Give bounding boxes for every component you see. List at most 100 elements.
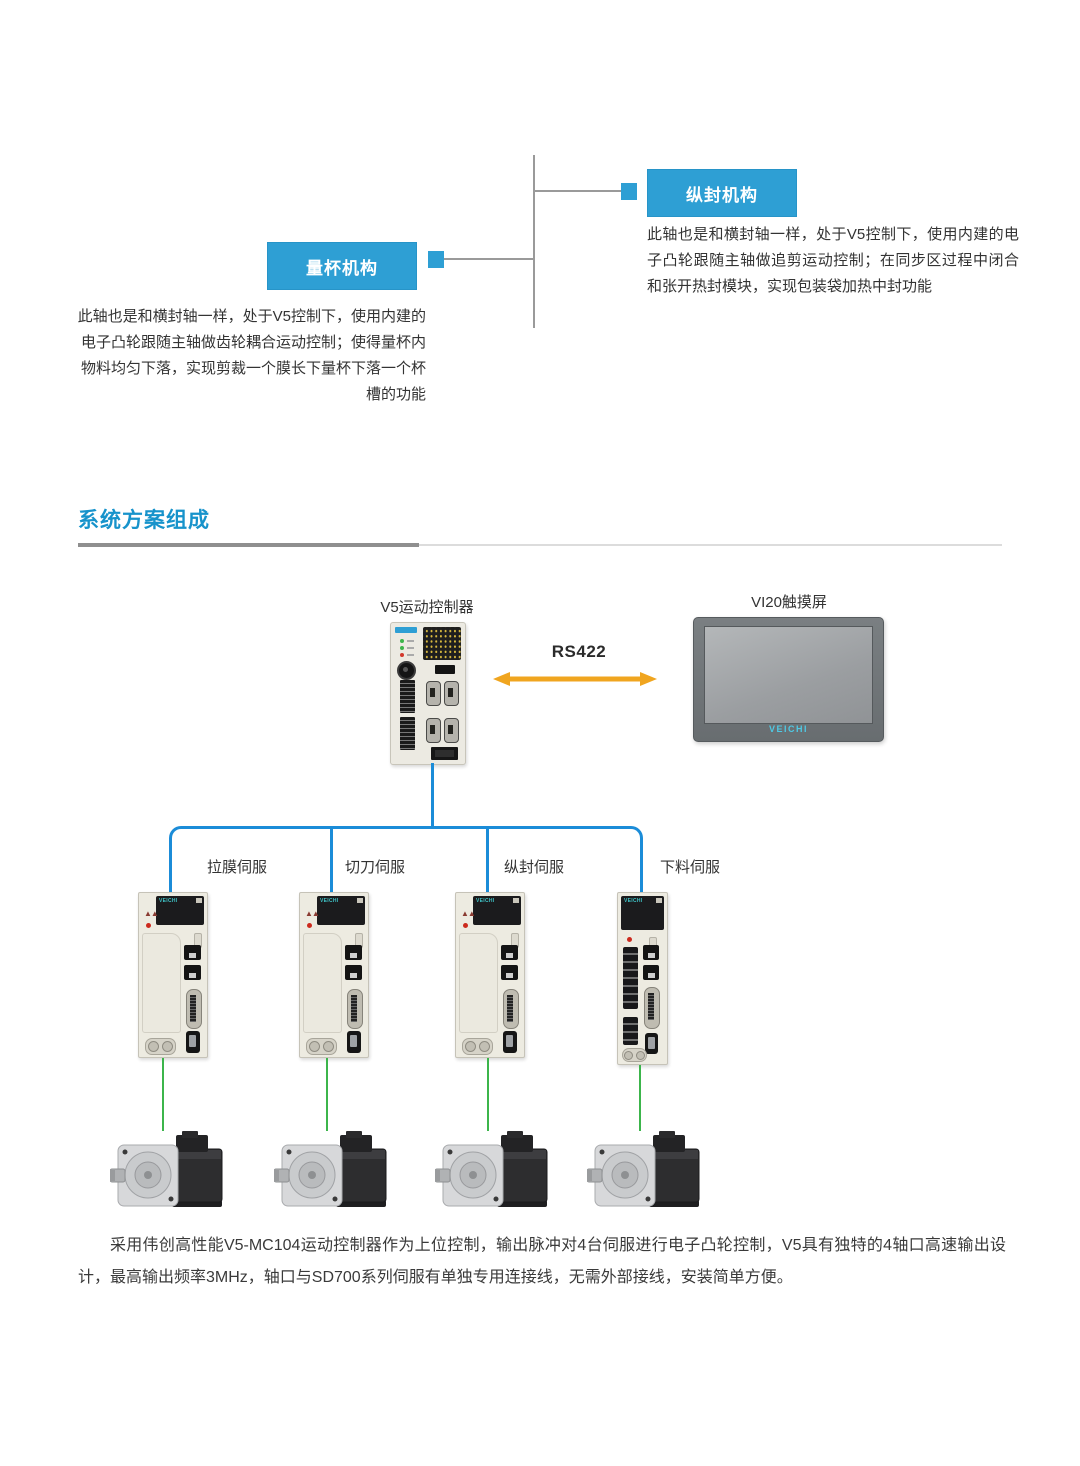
servo-label-longitudinal-seal: 纵封伺服 bbox=[504, 859, 565, 876]
drive-front-panel: VEICHI bbox=[317, 896, 365, 925]
section-title: 系统方案组成 bbox=[78, 509, 210, 532]
power-led bbox=[307, 923, 312, 928]
warning-icon bbox=[305, 909, 319, 918]
veichi-logo: VEICHI bbox=[159, 898, 178, 904]
ethernet-port bbox=[643, 965, 659, 980]
mechanism-box-longitudinal-seal: 纵封机构 bbox=[647, 169, 797, 217]
warning-icon bbox=[144, 909, 158, 918]
drive-display bbox=[196, 898, 202, 903]
section-rule-dark bbox=[78, 543, 419, 547]
servo-drive-2: VEICHI bbox=[299, 892, 369, 1058]
mechanism-box-label: 纵封机构 bbox=[686, 185, 758, 205]
led-label bbox=[407, 647, 414, 649]
bottom-port bbox=[431, 747, 458, 760]
power-terminals bbox=[306, 1038, 337, 1055]
ethernet-port bbox=[184, 965, 201, 980]
status-led bbox=[400, 653, 404, 657]
controller-drop-line bbox=[431, 763, 434, 828]
status-led bbox=[400, 646, 404, 650]
servo-drive-4: VEICHI bbox=[617, 892, 668, 1065]
veichi-logo: VEICHI bbox=[476, 898, 495, 904]
terminal-strip bbox=[400, 680, 415, 713]
branch-line-right bbox=[534, 190, 622, 192]
usb-port bbox=[347, 1031, 361, 1053]
servo-motor-4 bbox=[587, 1131, 700, 1207]
power-terminals bbox=[145, 1038, 176, 1055]
summary-paragraph: 采用伟创高性能V5-MC104运动控制器作为上位控制，输出脉冲对4台伺服进行电子… bbox=[78, 1237, 1006, 1286]
drive-front-panel: VEICHI bbox=[473, 896, 521, 925]
drive-display bbox=[656, 898, 662, 903]
drive-cover bbox=[142, 933, 181, 1033]
led-label bbox=[407, 654, 414, 656]
rs422-arrow bbox=[493, 672, 657, 686]
ethernet-port bbox=[184, 945, 201, 960]
servo-label-discharge: 下料伺服 bbox=[660, 859, 721, 876]
round-connector bbox=[397, 661, 416, 680]
branch-line-left bbox=[444, 258, 534, 260]
ethernet-port bbox=[643, 945, 659, 960]
controller-logo bbox=[395, 627, 417, 633]
drive-front-panel: VEICHI bbox=[621, 896, 664, 930]
servo-drive-1: VEICHI bbox=[138, 892, 208, 1058]
drive-cover bbox=[303, 933, 342, 1033]
servo-drive-3: VEICHI bbox=[455, 892, 525, 1058]
servo-motor-3 bbox=[435, 1131, 548, 1207]
axis-connector bbox=[426, 718, 441, 743]
power-led bbox=[627, 937, 632, 942]
servo-motor-2 bbox=[274, 1131, 387, 1207]
drop-line-2 bbox=[330, 829, 333, 893]
motor-cable-2 bbox=[326, 1058, 328, 1131]
mechanism-box-measuring-cup: 量杯机构 bbox=[267, 242, 417, 290]
encoder-connector bbox=[503, 989, 519, 1029]
drive-cover bbox=[459, 933, 498, 1033]
motor-cable-1 bbox=[162, 1058, 164, 1131]
power-terminals bbox=[622, 1048, 647, 1062]
terminal-strip bbox=[400, 717, 415, 750]
encoder-connector bbox=[186, 989, 202, 1029]
hmi-label: VI20触摸屏 bbox=[751, 594, 827, 611]
warning-icon bbox=[461, 909, 475, 918]
motion-controller-device bbox=[390, 622, 466, 765]
axis-connector bbox=[444, 718, 459, 743]
encoder-connector bbox=[347, 989, 363, 1029]
drive-display bbox=[513, 898, 519, 903]
veichi-logo: VEICHI bbox=[624, 898, 643, 904]
veichi-logo: VEICHI bbox=[320, 898, 339, 904]
ethernet-port bbox=[345, 965, 362, 980]
servo-label-cutter: 切刀伺服 bbox=[345, 859, 406, 876]
link-protocol-label: RS422 bbox=[551, 642, 607, 661]
touchscreen-screen bbox=[704, 626, 873, 724]
drop-line-3 bbox=[486, 829, 489, 893]
power-led bbox=[146, 923, 151, 928]
controller-label: V5运动控制器 bbox=[380, 599, 474, 616]
drive-display bbox=[357, 898, 363, 903]
status-led bbox=[400, 639, 404, 643]
veichi-logo: VEICHI bbox=[768, 724, 808, 734]
mechanism-desc-measuring-cup: 此轴也是和横封轴一样，处于V5控制下，使用内建的电子凸轮跟随主轴做齿轮耦合运动控… bbox=[77, 308, 426, 403]
mechanism-box-label: 量杯机构 bbox=[306, 258, 378, 278]
usb-port bbox=[645, 1033, 658, 1054]
led-label bbox=[407, 640, 414, 642]
servo-label-film-pull: 拉膜伺服 bbox=[207, 859, 268, 876]
io-terminal-block bbox=[423, 627, 461, 660]
drive-front-panel: VEICHI bbox=[156, 896, 204, 925]
axis-connector bbox=[426, 681, 441, 706]
terminal-block bbox=[623, 1017, 638, 1045]
mechanism-desc-longitudinal-seal: 此轴也是和横封轴一样，处于V5控制下，使用内建的电子凸轮跟随主轴做追剪运动控制；… bbox=[647, 226, 1019, 295]
usb-port bbox=[186, 1031, 200, 1053]
section-rule-light bbox=[419, 544, 1002, 546]
touchscreen-device: VEICHI bbox=[693, 617, 884, 742]
power-led bbox=[463, 923, 468, 928]
ethernet-port bbox=[345, 945, 362, 960]
bus-bracket bbox=[169, 826, 643, 896]
trunk-line bbox=[533, 155, 535, 328]
usb-port bbox=[503, 1031, 517, 1053]
motor-cable-3 bbox=[487, 1058, 489, 1131]
power-terminals bbox=[462, 1038, 493, 1055]
servo-motor-1 bbox=[110, 1131, 223, 1207]
terminal-block bbox=[623, 947, 638, 1009]
axis-connector bbox=[444, 681, 459, 706]
connector-node bbox=[621, 183, 637, 200]
connector-node bbox=[428, 251, 444, 268]
